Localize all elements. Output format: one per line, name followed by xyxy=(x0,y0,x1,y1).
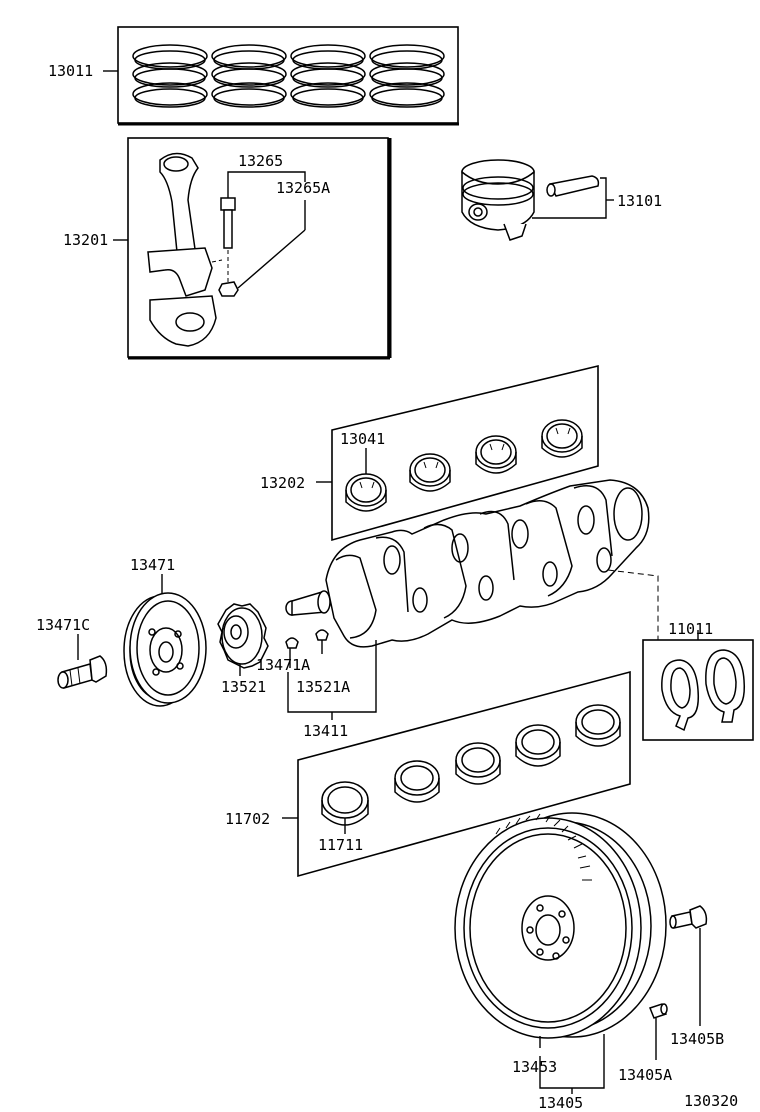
label-13471: 13471 xyxy=(130,556,175,574)
label-11011: 11011 xyxy=(668,620,713,638)
label-11702: 11702 xyxy=(225,810,270,828)
label-13453: 13453 xyxy=(512,1058,557,1076)
flywheel-dowel-pin[interactable] xyxy=(649,1003,668,1060)
label-13265A: 13265A xyxy=(276,179,330,197)
piston-ring-set[interactable] xyxy=(103,26,459,126)
connecting-rod-assembly[interactable] xyxy=(113,137,392,360)
label-13202: 13202 xyxy=(260,474,305,492)
label-13521A: 13521A xyxy=(296,678,350,696)
pulley-bolt[interactable] xyxy=(57,634,108,689)
label-13521: 13521 xyxy=(221,678,266,696)
label-13411: 13411 xyxy=(303,722,348,740)
label-13405A: 13405A xyxy=(618,1066,672,1084)
crankshaft-timing-gear[interactable] xyxy=(217,603,269,676)
connecting-rod-bearing-set[interactable] xyxy=(316,364,599,542)
label-13041: 13041 xyxy=(340,430,385,448)
diagram-reference-number: 130320 xyxy=(684,1092,738,1110)
crankshaft[interactable] xyxy=(285,479,659,648)
label-13011: 13011 xyxy=(48,62,93,80)
label-13471A: 13471A xyxy=(256,656,310,674)
flywheel[interactable] xyxy=(454,812,667,1094)
thrust-washer-set[interactable] xyxy=(642,630,754,741)
crankshaft-pulley[interactable] xyxy=(123,574,207,707)
label-13405B: 13405B xyxy=(670,1030,724,1048)
label-13471C: 13471C xyxy=(36,616,90,634)
crankshaft-keys[interactable] xyxy=(285,629,329,649)
flywheel-bolt[interactable] xyxy=(669,905,708,1026)
label-13101: 13101 xyxy=(617,192,662,210)
piston-and-pin[interactable] xyxy=(461,159,614,241)
label-13265: 13265 xyxy=(238,152,283,170)
label-13405: 13405 xyxy=(538,1094,583,1112)
main-bearing-set[interactable] xyxy=(282,670,631,878)
label-13201: 13201 xyxy=(63,231,108,249)
label-11711: 11711 xyxy=(318,836,363,854)
